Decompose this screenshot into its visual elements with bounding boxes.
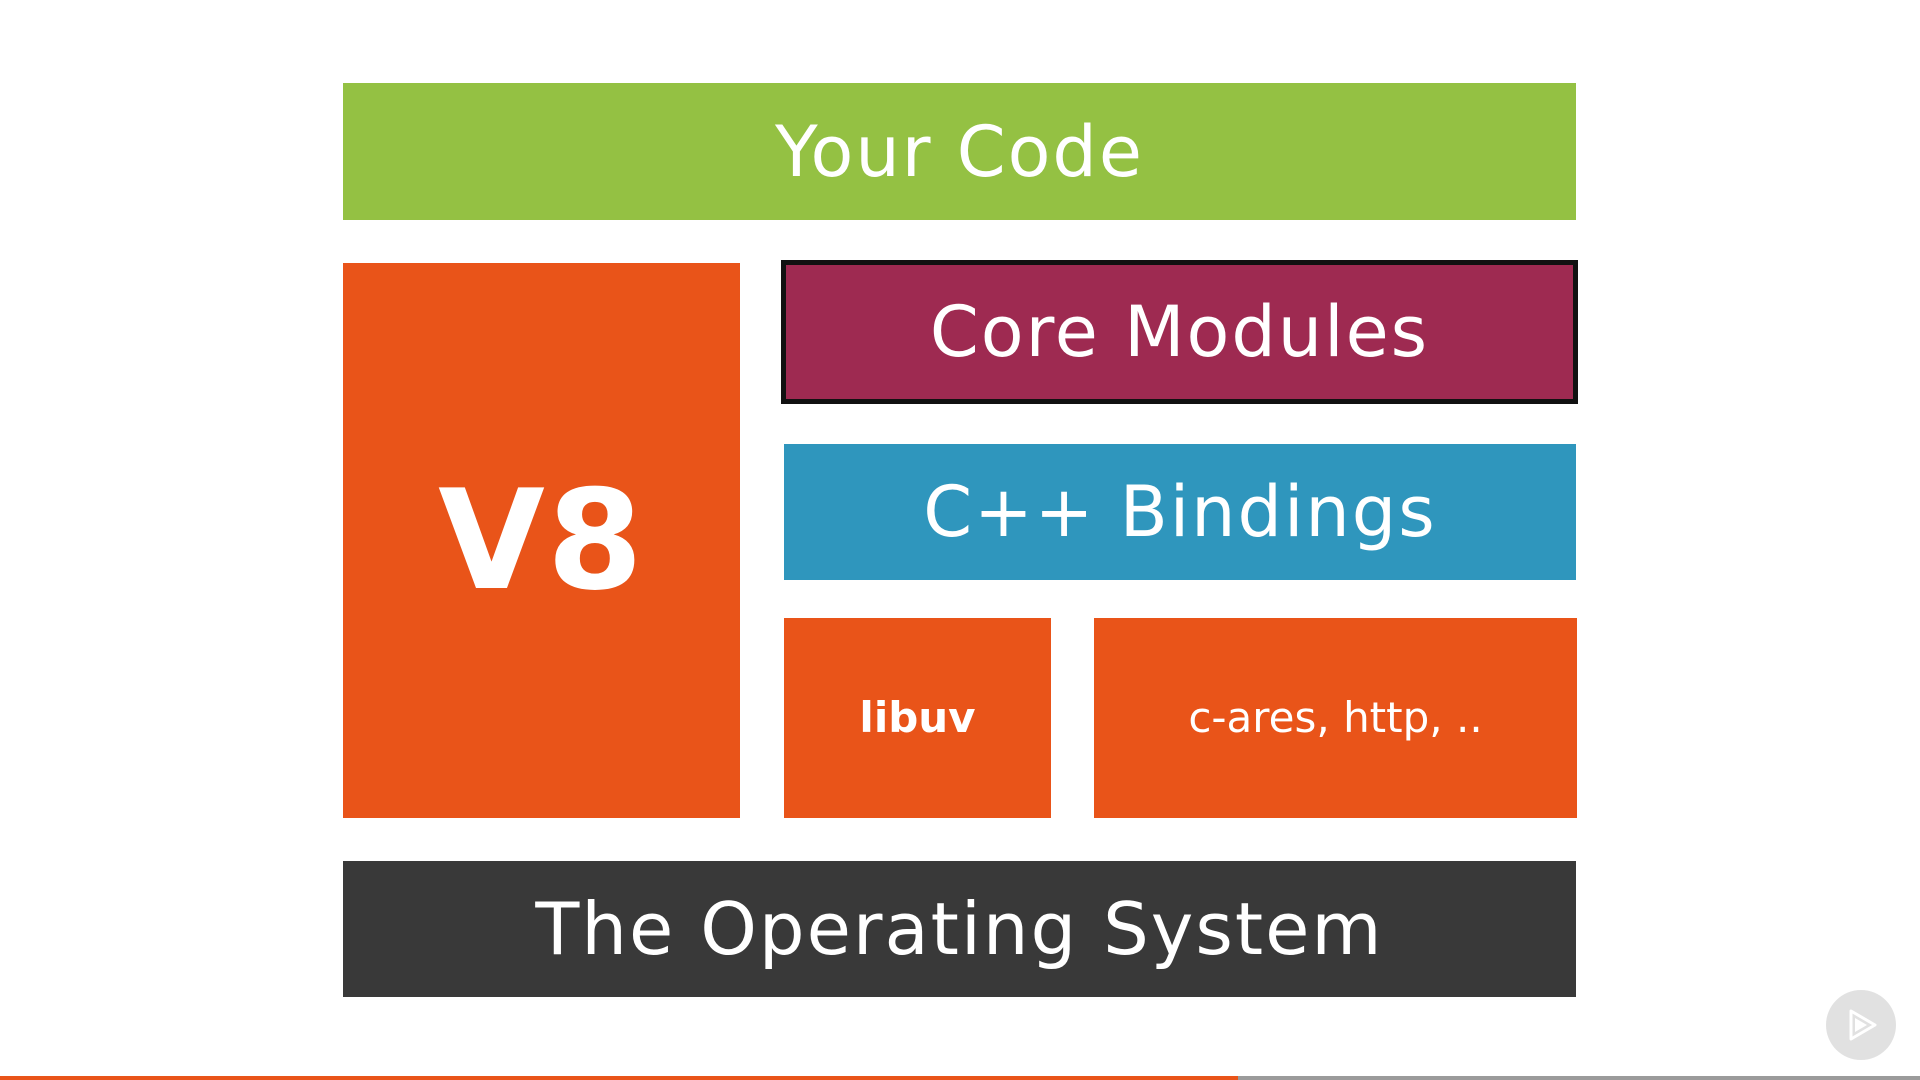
c-ares-label: c-ares, http, .. (1188, 693, 1483, 742)
v8-label: V8 (438, 459, 645, 621)
core-modules-label: Core Modules (929, 291, 1430, 373)
cpp-bindings-label: C++ Bindings (923, 471, 1437, 553)
cpp-bindings-layer: C++ Bindings (784, 444, 1576, 580)
your-code-layer: Your Code (343, 83, 1576, 220)
c-ares-layer: c-ares, http, .. (1094, 618, 1577, 818)
operating-system-label: The Operating System (535, 887, 1384, 971)
play-logo-icon[interactable] (1826, 990, 1896, 1060)
libuv-layer: libuv (784, 618, 1051, 818)
operating-system-layer: The Operating System (343, 861, 1576, 997)
video-progress-fill (0, 1076, 1239, 1080)
core-modules-layer: Core Modules (781, 260, 1578, 404)
libuv-label: libuv (859, 693, 976, 742)
video-progress-bar[interactable] (0, 1076, 1920, 1080)
v8-layer: V8 (343, 263, 740, 818)
play-logo-glyph (1849, 1009, 1877, 1041)
your-code-label: Your Code (775, 110, 1144, 193)
